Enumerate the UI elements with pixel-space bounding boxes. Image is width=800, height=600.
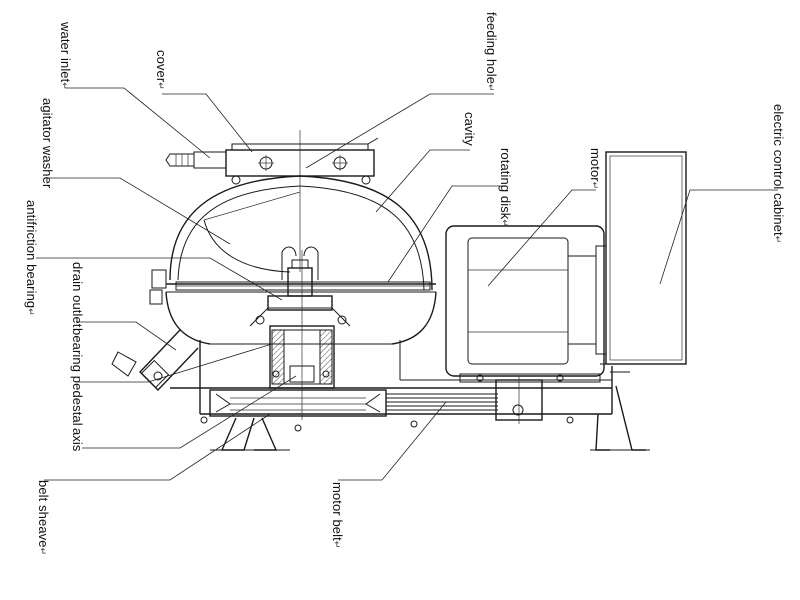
label-agitator-washer: agitator washer: [40, 98, 55, 189]
drain-outlet-shape: [111, 329, 199, 392]
shaft-assembly: [249, 246, 351, 420]
label-electric-control-cabinet: electric control cabinet↵: [771, 104, 786, 244]
label-feeding-hole: feeding hole↵: [484, 12, 499, 92]
label-electric-control-cabinet-text: electric control cabinet: [771, 104, 786, 236]
return-mark: ↵: [60, 82, 70, 91]
label-motor-belt: motor belt↵: [330, 482, 345, 549]
label-cavity: cavity: [462, 112, 477, 146]
label-drain-outlet-text: drain outlet: [70, 262, 85, 328]
rotating-disk-shape: [149, 269, 431, 305]
return-mark: ↵: [500, 219, 510, 228]
leader-lines: [36, 87, 778, 481]
cover-shape: [225, 137, 379, 185]
label-axis: axis: [70, 428, 85, 452]
motor-shape: [445, 225, 607, 377]
base-frame: [170, 340, 650, 451]
label-bearing-pedestal: bearing pedestal: [70, 328, 85, 426]
return-mark: ↵: [156, 82, 166, 90]
label-motor-belt-text: motor belt: [330, 482, 345, 541]
label-rotating-disk: rotating disk↵: [498, 148, 513, 228]
label-rotating-disk-text: rotating disk: [498, 148, 513, 220]
return-mark: ↵: [332, 540, 342, 549]
cavity-bowl: [165, 130, 437, 345]
return-mark: ↵: [38, 547, 48, 556]
label-axis-text: axis: [70, 428, 85, 452]
belt-sheave-shape: [209, 389, 387, 417]
return-mark: ↵: [773, 235, 783, 244]
electric-control-cabinet-shape: [600, 151, 687, 365]
label-motor: motor↵: [588, 148, 603, 190]
label-belt-sheave: belt sheave↵: [36, 480, 51, 556]
label-agitator-washer-text: agitator washer: [40, 98, 55, 189]
label-belt-sheave-text: belt sheave: [36, 480, 51, 548]
label-motor-text: motor: [588, 148, 603, 182]
return-mark: ↵: [590, 181, 600, 190]
label-antifriction-bearing: antifriction bearing↵: [24, 200, 39, 316]
label-water-inlet: water inlet↵: [58, 22, 73, 91]
water-inlet-shape: [165, 151, 227, 169]
label-feeding-hole-text: feeding hole: [484, 12, 499, 85]
label-drain-outlet: drain outlet: [70, 262, 85, 328]
label-cover-text: cover: [154, 50, 169, 83]
return-mark: ↵: [26, 308, 36, 316]
label-cavity-text: cavity: [462, 112, 477, 146]
label-cover: cover↵: [154, 50, 169, 90]
motor-belt-shape: [386, 371, 630, 424]
label-bearing-pedestal-text: bearing pedestal: [70, 328, 85, 426]
label-water-inlet-text: water inlet: [58, 22, 73, 83]
return-mark: ↵: [486, 84, 496, 92]
label-antifriction-bearing-text: antifriction bearing: [24, 200, 39, 309]
